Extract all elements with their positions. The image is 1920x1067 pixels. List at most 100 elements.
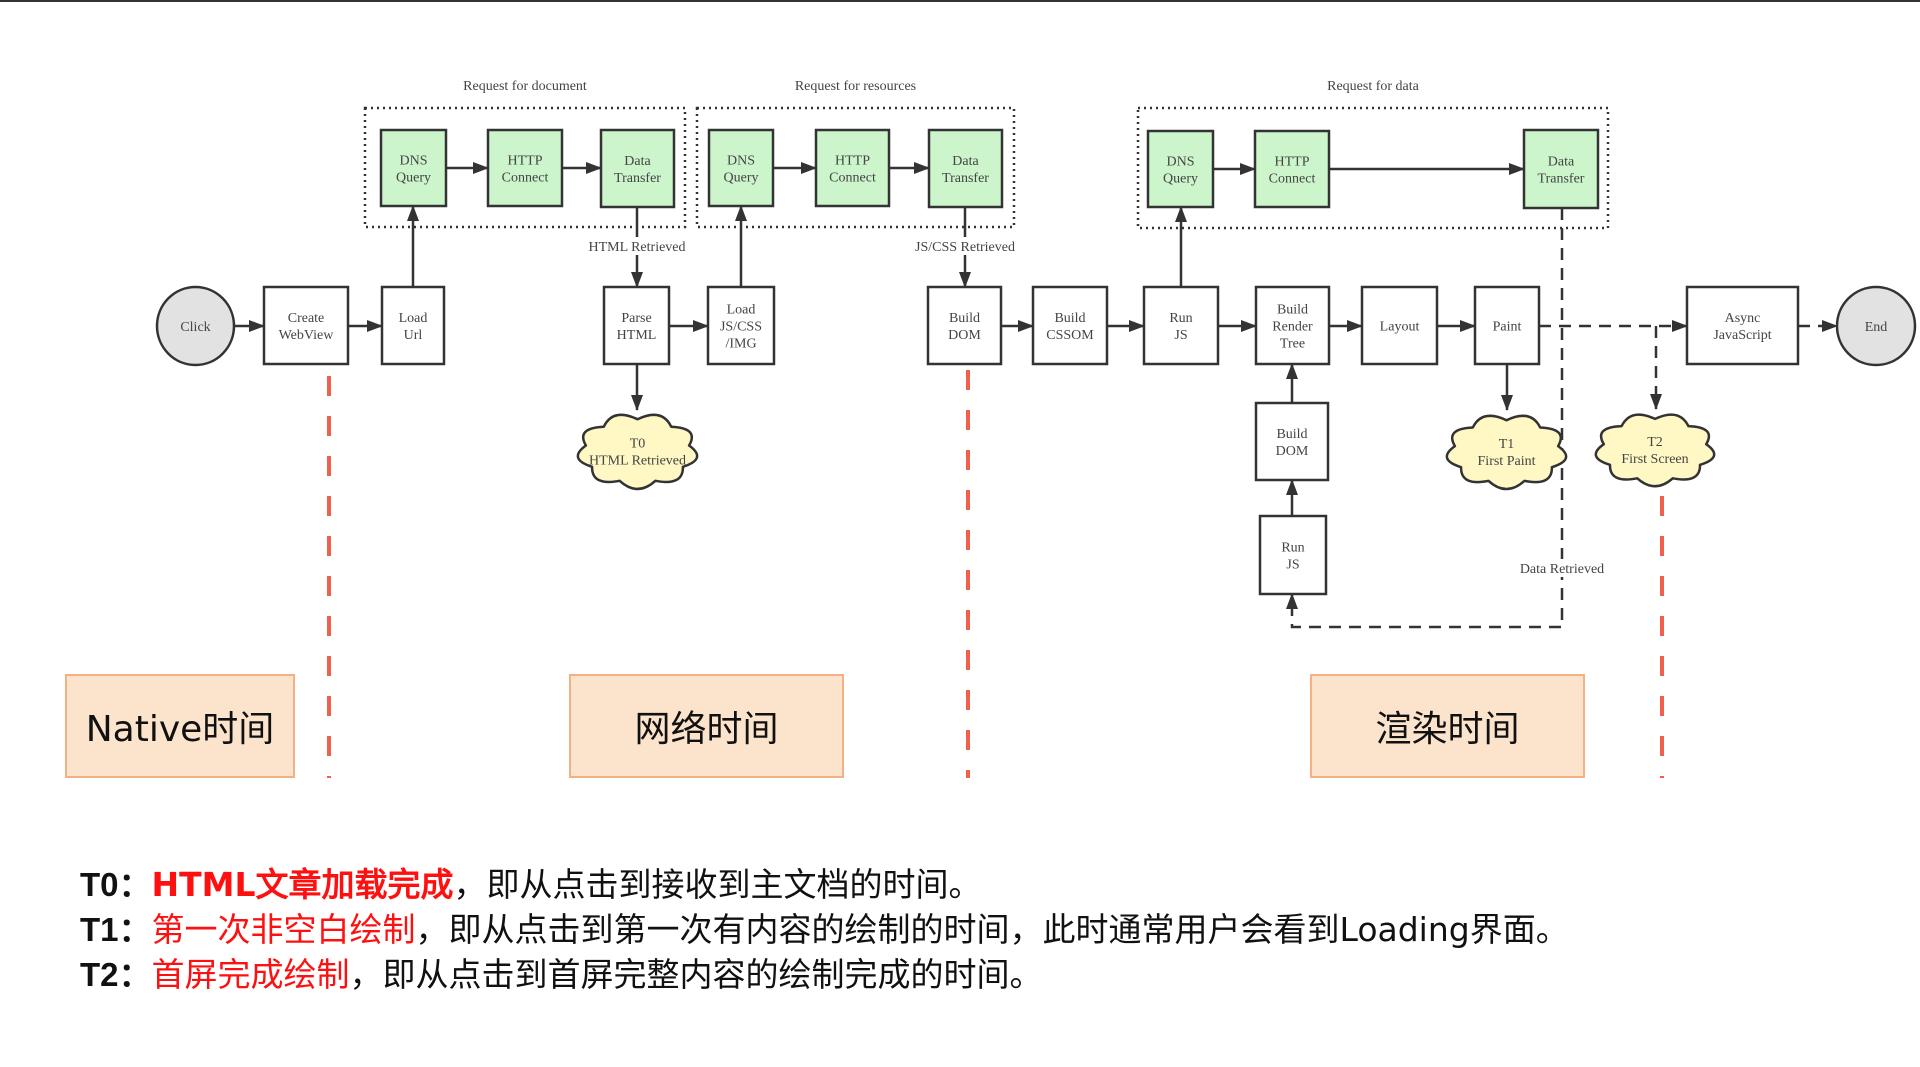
node-box (706, 285, 776, 366)
group-label-data: Request for data (1327, 79, 1420, 94)
node-label: T0 (630, 437, 646, 452)
node-label: End (1865, 320, 1888, 335)
node-box (927, 128, 1004, 209)
group-box-res (695, 106, 1016, 229)
node-label: Click (180, 320, 210, 335)
phase-native-label: Native时间 (85, 709, 275, 750)
node-label: JavaScript (1713, 328, 1771, 343)
terminal-circle (155, 285, 236, 367)
node-label: Data (624, 154, 651, 169)
node-label: DNS (1166, 155, 1194, 170)
milestone-cloud (1445, 414, 1568, 491)
node-box (486, 128, 564, 208)
milestone-notes: T0：HTML文章加载完成，即从点击到接收到主文档的时间。 T1：第一次非空白绘… (80, 862, 1569, 997)
node-box (1142, 285, 1220, 366)
node-end: End (1835, 285, 1917, 367)
node-label: DOM (1276, 444, 1309, 459)
node-label: Parse (621, 311, 651, 326)
note-text: ，即从点击到首屏完整内容的绘制完成的时间。 (349, 955, 1043, 994)
note-key: T2： (80, 956, 152, 993)
note-emphasis: 首屏完成绘制 (151, 955, 350, 994)
note-key: T0： (80, 866, 152, 903)
edge-label-html-retrieved: HTML Retrieved (588, 240, 685, 255)
node-label: Connect (1269, 172, 1316, 187)
node-label: JS (1286, 558, 1299, 573)
node-label: Load (399, 311, 428, 326)
node-label: HTTP (1275, 155, 1310, 170)
node-label: Url (404, 328, 423, 343)
node-box (814, 128, 891, 208)
edge-label-data-retrieved: Data Retrieved (1520, 562, 1604, 577)
node-label: CSSOM (1046, 328, 1094, 343)
group-box-doc (363, 106, 687, 229)
node-paint: Paint (1473, 285, 1541, 366)
group-box-data (1136, 106, 1610, 230)
node-label: /IMG (725, 337, 756, 352)
node-box (1685, 285, 1800, 366)
node-label: HTTP (835, 154, 870, 169)
node-label: Connect (829, 171, 876, 186)
node-doc-http: HTTP Connect (486, 128, 564, 208)
divider-network-render (966, 370, 970, 778)
node-label: DOM (948, 328, 981, 343)
node-box (380, 285, 446, 366)
node-label: Layout (1380, 320, 1420, 335)
group-label-doc: Request for document (463, 79, 587, 94)
node-label: Connect (502, 171, 549, 186)
node-label: Data (1548, 155, 1575, 170)
node-box (379, 128, 448, 208)
node-label: Run (1281, 541, 1304, 556)
node-label: First Paint (1478, 454, 1536, 469)
node-label: Build (1054, 311, 1085, 326)
node-box (602, 285, 671, 366)
note-text: ，即从点击到接收到主文档的时间。 (453, 865, 982, 904)
divider-render-end (1660, 496, 1664, 778)
note-emphasis: 第一次非空白绘制 (151, 910, 416, 949)
node-box (1258, 514, 1328, 596)
note-emphasis: HTML文章加载完成 (151, 865, 454, 904)
node-box (1473, 285, 1541, 366)
node-label: DNS (727, 154, 755, 169)
node-box (262, 285, 350, 366)
edge-data-retrieved-loop (1286, 208, 1564, 629)
node-layout: Layout (1360, 285, 1439, 366)
phase-network: 网络时间 (569, 674, 844, 778)
node-label: JS (1174, 328, 1187, 343)
node-box (1254, 401, 1330, 482)
phase-render: 渲染时间 (1310, 674, 1585, 778)
node-label: Build (949, 311, 980, 326)
node-label: DNS (399, 154, 427, 169)
edge-label-js-css-retrieved-bg (912, 237, 1018, 255)
node-label: HTTP (508, 154, 543, 169)
node-res-http: HTTP Connect (814, 128, 891, 208)
edge-label-html-retrieved-bg (585, 237, 689, 255)
milestone-cloud (1594, 413, 1716, 488)
node-label: HTML (617, 328, 657, 343)
phase-native: Native时间 (65, 674, 295, 778)
node-box (599, 128, 676, 209)
group-label-res: Request for resources (795, 79, 916, 94)
phase-network-label: 网络时间 (634, 709, 779, 750)
node-label: Transfer (614, 171, 661, 186)
note-t2: T2：首屏完成绘制，即从点击到首屏完整内容的绘制完成的时间。 (80, 952, 1569, 997)
node-label: Paint (1493, 320, 1522, 335)
node-box (926, 285, 1003, 366)
node-label: JS/CSS (720, 320, 762, 335)
node-label: Data (952, 154, 979, 169)
node-box (1522, 128, 1600, 210)
top-border (0, 0, 1920, 2)
node-click: Click (155, 285, 236, 367)
node-box (1146, 129, 1215, 209)
node-label: WebView (279, 328, 335, 343)
